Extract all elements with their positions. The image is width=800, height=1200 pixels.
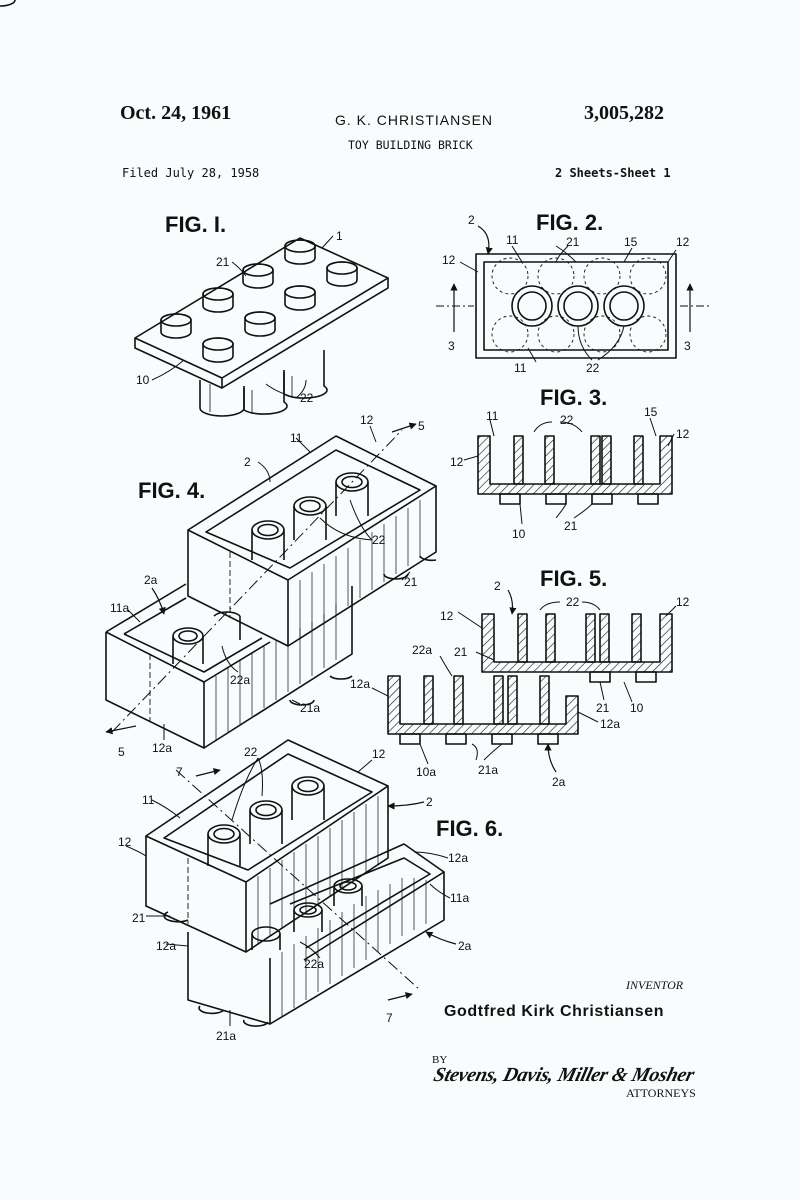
fig1-title: FIG. I.	[165, 212, 226, 237]
ref-11: 11	[514, 361, 527, 375]
ref-12: 12	[676, 427, 690, 441]
ref-12a: 12a	[350, 677, 370, 691]
ref-22: 22	[244, 745, 258, 759]
ref-12: 12	[442, 253, 456, 267]
ref-22: 22	[300, 391, 314, 405]
patent-title: TOY BUILDING BRICK	[348, 138, 473, 152]
header-inventor: G. K. CHRISTIANSEN	[335, 112, 494, 128]
figure-2-top-view	[436, 225, 710, 363]
ref-15: 15	[644, 405, 658, 419]
ref-21: 21	[566, 235, 580, 249]
attorneys-label: ATTORNEYS	[626, 1086, 696, 1100]
ref-22: 22	[586, 361, 600, 375]
section-mark-5: 5	[118, 745, 125, 759]
figure-4-stacked-bricks	[105, 422, 437, 749]
ref-21: 21	[596, 701, 610, 715]
ref-12: 12	[676, 595, 690, 609]
ref-12: 12	[118, 835, 132, 849]
ref-21: 21	[216, 255, 230, 269]
ref-2: 2	[494, 579, 501, 593]
ref-11: 11	[486, 409, 499, 423]
ref-1: 1	[336, 229, 343, 243]
inventor-name: Godtfred Kirk Christiansen	[444, 1003, 665, 1020]
patent-number: 3,005,282	[584, 102, 664, 124]
ref-21a: 21a	[216, 1029, 236, 1043]
patent-date: Oct. 24, 1961	[120, 102, 232, 124]
ref-2a: 2a	[458, 939, 472, 953]
ref-21a: 21a	[478, 763, 498, 777]
section-mark-5: 5	[418, 419, 425, 433]
ref-10: 10	[512, 527, 526, 541]
section-mark-3: 3	[448, 339, 455, 353]
ref-11: 11	[290, 431, 303, 445]
sheet-count: 2 Sheets-Sheet 1	[555, 166, 671, 180]
ref-10: 10	[136, 373, 150, 387]
ref-22: 22	[566, 595, 580, 609]
ref-21: 21	[132, 911, 146, 925]
ref-2: 2	[244, 455, 251, 469]
figure-6-coupling-bricks	[125, 739, 457, 1027]
ref-12a: 12a	[600, 717, 620, 731]
ref-12a: 12a	[152, 741, 172, 755]
ref-12a: 12a	[156, 939, 176, 953]
ref-2: 2	[468, 213, 475, 227]
figure-3-section	[463, 417, 675, 525]
attorneys-signature: Stevens, Davis, Miller & Mosher	[431, 1064, 697, 1086]
ref-2: 2	[426, 795, 433, 809]
ref-12: 12	[450, 455, 464, 469]
by-label: BY	[432, 1054, 448, 1066]
ref-12: 12	[372, 747, 386, 761]
ref-12: 12	[676, 235, 690, 249]
ref-12a: 12a	[448, 851, 468, 865]
section-mark-7: 7	[176, 765, 183, 779]
ref-12: 12	[360, 413, 374, 427]
ref-11: 11	[142, 793, 155, 807]
section-mark-3: 3	[684, 339, 691, 353]
ref-22: 22	[560, 413, 574, 427]
fig2-title: FIG. 2.	[536, 210, 603, 235]
ref-21: 21	[564, 519, 578, 533]
filed-date: Filed July 28, 1958	[122, 166, 260, 180]
ref-12: 12	[440, 609, 454, 623]
ref-22: 22	[372, 533, 386, 547]
ref-22a: 22a	[304, 957, 324, 971]
ref-2a: 2a	[552, 775, 566, 789]
fig3-title: FIG. 3.	[540, 385, 607, 410]
figure-5-coupled-section	[371, 589, 677, 773]
ref-10a: 10a	[416, 765, 436, 779]
ref-2a: 2a	[144, 573, 158, 587]
section-mark-7: 7	[386, 1011, 393, 1025]
figure-1-plate	[0, 0, 389, 417]
ref-11: 11	[506, 233, 519, 247]
ref-11a: 11a	[110, 601, 129, 615]
ref-10: 10	[630, 701, 644, 715]
ref-22a: 22a	[412, 643, 432, 657]
ref-11a: 11a	[450, 891, 469, 905]
ref-21a: 21a	[300, 701, 320, 715]
ref-15: 15	[624, 235, 638, 249]
fig6-title: FIG. 6.	[436, 816, 503, 841]
ref-22a: 22a	[230, 673, 250, 687]
ref-21: 21	[404, 575, 418, 589]
ref-21: 21	[454, 645, 468, 659]
fig4-title: FIG. 4.	[138, 478, 205, 503]
fig5-title: FIG. 5.	[540, 566, 607, 591]
inventor-label: INVENTOR	[626, 978, 684, 992]
